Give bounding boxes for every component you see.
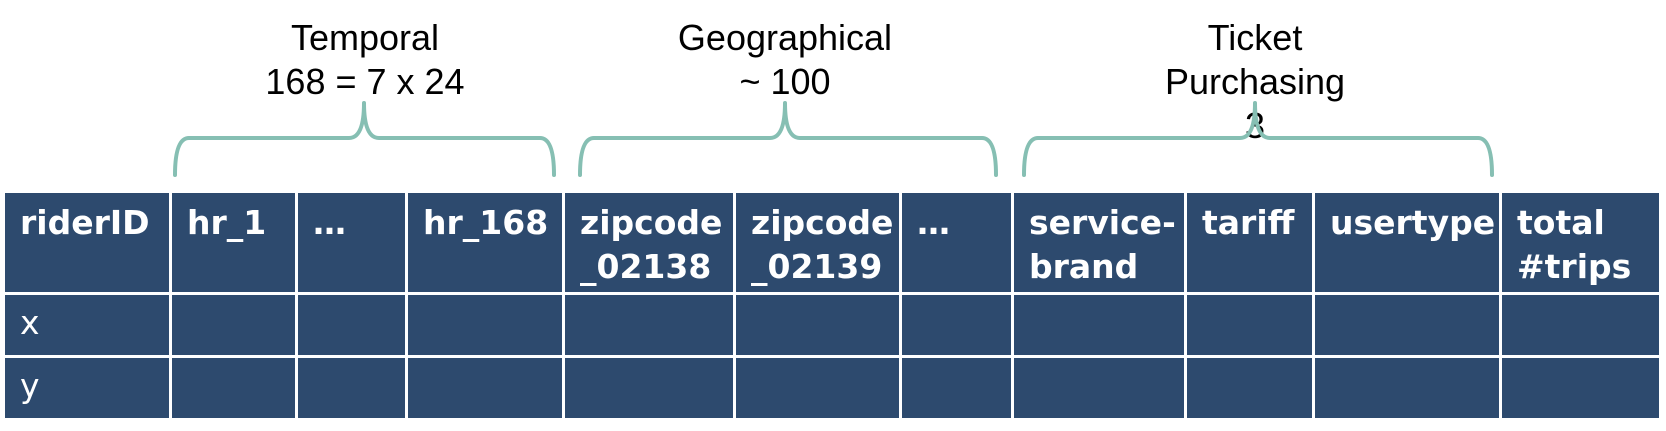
table-cell — [1184, 355, 1315, 421]
temporal-title: Temporal — [290, 17, 440, 58]
header-cell-usertype: usertype — [1312, 190, 1502, 295]
table-cell — [405, 292, 565, 358]
geographical-title: Geographical — [677, 17, 893, 58]
table-cell — [295, 292, 408, 358]
header-cell-tariff: tariff — [1184, 190, 1315, 295]
table-cell — [1312, 292, 1502, 358]
geographical-group-label: Geographical ~ 100 — [630, 16, 940, 104]
temporal-brace — [173, 101, 556, 177]
header-cell-riderid: riderID — [2, 190, 172, 295]
ticket-title-line1: Ticket — [1207, 17, 1303, 58]
ticket-title-line2: Purchasing — [1164, 61, 1346, 102]
table-cell — [169, 355, 298, 421]
header-cell-ellipsis-temporal: … — [295, 190, 408, 295]
header-cell-total-trips: total#trips — [1499, 190, 1662, 295]
header-cell-zipcode-02139: zipcode_02139 — [733, 190, 902, 295]
table-cell — [1499, 355, 1662, 421]
temporal-count: 168 = 7 x 24 — [265, 61, 465, 102]
table-cell — [405, 355, 565, 421]
row-id-cell: x — [2, 292, 172, 358]
header-cell-zipcode-02138: zipcode_02138 — [562, 190, 736, 295]
table-cell — [1312, 355, 1502, 421]
table-cell — [733, 355, 902, 421]
header-row: riderID hr_1 … hr_168 zipcode_02138 zipc… — [2, 190, 1662, 295]
table-cell — [1011, 292, 1187, 358]
table-row: x — [2, 292, 1662, 358]
group-braces — [173, 101, 1494, 177]
table-cell — [733, 292, 902, 358]
table-row: y — [2, 355, 1662, 421]
header-cell-ellipsis-geo: … — [899, 190, 1014, 295]
header-cell-hr-168: hr_168 — [405, 190, 565, 295]
header-cell-hr-1: hr_1 — [169, 190, 298, 295]
table-cell — [899, 355, 1014, 421]
ticket-count: 3 — [1244, 105, 1266, 146]
geographical-count: ~ 100 — [739, 61, 831, 102]
table-cell — [295, 355, 408, 421]
table-cell — [899, 292, 1014, 358]
table-cell — [562, 355, 736, 421]
feature-table: riderID hr_1 … hr_168 zipcode_02138 zipc… — [2, 190, 1662, 421]
ticket-brace — [1022, 101, 1494, 177]
ticket-group-label: Ticket Purchasing 3 — [1100, 16, 1410, 148]
table-cell — [1499, 292, 1662, 358]
row-id-cell: y — [2, 355, 172, 421]
temporal-group-label: Temporal 168 = 7 x 24 — [220, 16, 510, 104]
table-cell — [169, 292, 298, 358]
table-cell — [562, 292, 736, 358]
header-cell-service-brand: service-brand — [1011, 190, 1187, 295]
table-cell — [1184, 292, 1315, 358]
table-cell — [1011, 355, 1187, 421]
geographical-brace — [578, 101, 998, 177]
